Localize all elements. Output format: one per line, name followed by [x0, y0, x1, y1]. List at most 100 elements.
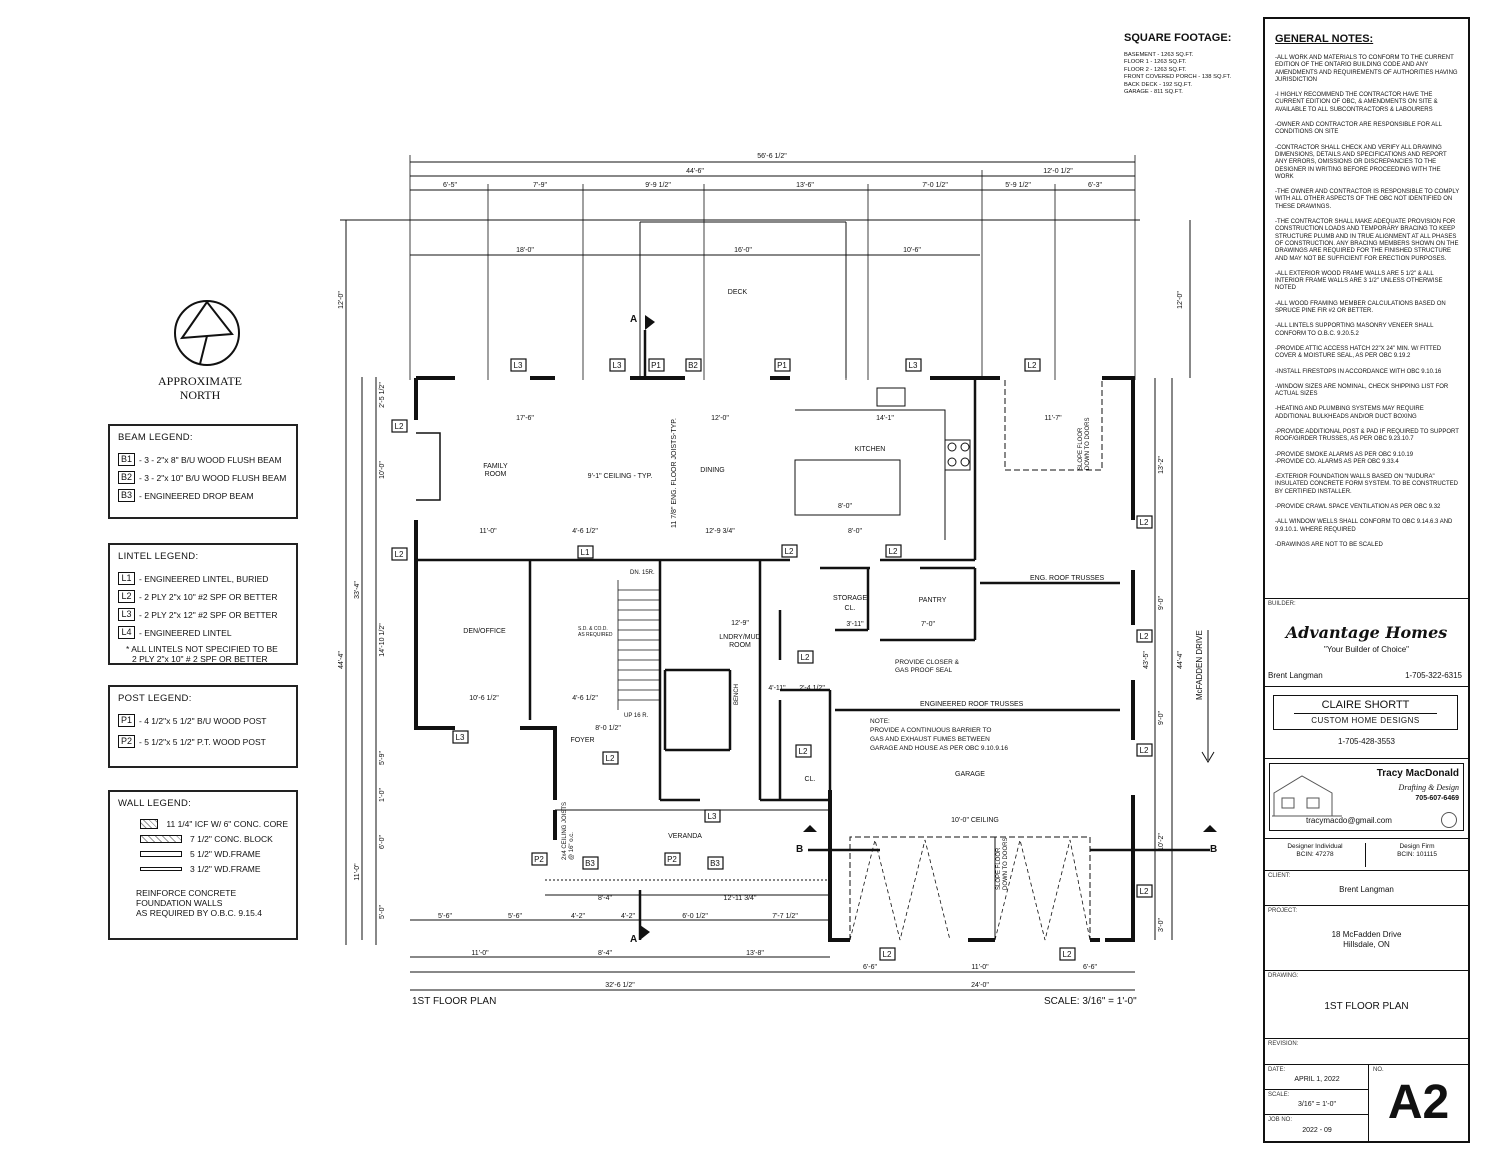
wall-swatch-frame-55 — [140, 851, 182, 857]
room-kitchen: KITCHEN — [854, 446, 886, 453]
legend-text: - ENGINEERED DROP BEAM — [139, 490, 254, 501]
dim-top: 7'-9" — [533, 182, 547, 189]
dim-bottom: 24'-0" — [971, 982, 989, 989]
general-note-item: -HEATING AND PLUMBING SYSTEMS MAY REQUIR… — [1275, 406, 1424, 420]
dim-inner: 8'-0 1/2" — [595, 725, 621, 732]
dim-bottom: 5'-6" — [508, 913, 522, 920]
dim-bottom: 6'-6" — [1083, 964, 1097, 971]
floor-plan-drawing: 56'-6 1/2" 44'-6" 12'-0 1/2" 6'-5" 7'-9"… — [338, 153, 1217, 991]
dim-right: 9'-0" — [1158, 596, 1165, 610]
tag-label: B2 — [688, 361, 698, 370]
room-den: DEN/OFFICE — [463, 628, 506, 635]
legend-tag: L4 — [118, 626, 135, 639]
room-family: FAMILY ROOM — [483, 463, 508, 478]
sheet-number: A2 — [1387, 1076, 1450, 1129]
builder-label: BUILDER: — [1268, 601, 1296, 607]
date-value: APRIL 1, 2022 — [1294, 1076, 1340, 1083]
bcin-individual: BCIN: 47278 — [1296, 851, 1334, 858]
beam-legend-title: BEAM LEGEND: — [118, 432, 193, 443]
client-cell: CLIENT: Brent Langman — [1265, 871, 1468, 906]
dim-top: 16'-0" — [734, 247, 752, 254]
general-note-item: -PROVIDE CRAWL SPACE VENTILATION AS PER … — [1275, 504, 1441, 511]
drafter-cell: Tracy MacDonald Drafting & Design 705-60… — [1265, 759, 1468, 839]
dim-top: 5'-9 1/2" — [1005, 182, 1031, 189]
dim-left: 44'-4" — [338, 651, 345, 669]
tag-label: P1 — [777, 361, 787, 370]
sqft-line: FLOOR 1 - 1263 SQ.FT. — [1124, 59, 1187, 66]
legend-row: B2- 3 - 2"x 10" B/U WOOD FLUSH BEAM — [118, 471, 288, 484]
tag-label: L2 — [1028, 361, 1037, 370]
street-label: McFADDEN DRIVE — [1195, 630, 1204, 700]
legend-text: - 5 1/2"x 5 1/2" P.T. WOOD POST — [139, 736, 266, 747]
dim-right: 43'-5" — [1143, 651, 1150, 669]
beam-legend: BEAM LEGEND: B1- 3 - 2"x 8" B/U WOOD FLU… — [108, 424, 298, 519]
dim-inner: 8'-0" — [838, 503, 852, 510]
note-smoke: S.D. & CO.D. AS REQUIRED — [578, 626, 613, 638]
legend-tag: P2 — [118, 735, 136, 748]
tag-label: P2 — [667, 855, 677, 864]
dim-bottom: 8'-4" — [598, 895, 612, 902]
dim-inner: 11'-7" — [1044, 415, 1062, 422]
legend-tag: L3 — [118, 608, 135, 621]
client-name: Brent Langman — [1339, 885, 1394, 894]
meta-cells: DATE: APRIL 1, 2022 SCALE: 3/16" = 1'-0"… — [1265, 1065, 1468, 1141]
builder-phone: 1-705-322-6315 — [1405, 671, 1462, 680]
drafter-email: tracymacdo@gmail.com — [1306, 816, 1392, 825]
section-arrow — [640, 925, 650, 940]
room-ceiling-note: 9'-1" CEILING - TYP. — [587, 473, 653, 480]
project-label: PROJECT: — [1268, 908, 1298, 914]
dim-right: 12'-0" — [1177, 291, 1184, 309]
tag-label: L2 — [395, 550, 404, 559]
room-garage: GARAGE — [955, 771, 985, 778]
builder-tagline: "Your Builder of Choice" — [1324, 645, 1409, 654]
drawing-label: DRAWING: — [1268, 973, 1299, 979]
lintel-legend-title: LINTEL LEGEND: — [118, 551, 199, 562]
home-badge-icon — [1441, 812, 1457, 828]
general-note-item: -DRAWINGS ARE NOT TO BE SCALED — [1275, 541, 1383, 548]
general-note-item: -PROVIDE ADDITIONAL POST & PAD IF REQUIR… — [1275, 428, 1459, 443]
dim-left: 6'-0" — [379, 835, 386, 849]
general-note-item: -ALL WOOD FRAMING MEMBER CALCULATIONS BA… — [1275, 300, 1446, 315]
drafter-name: Tracy MacDonald — [1376, 768, 1459, 779]
wall-swatch-block — [140, 835, 182, 843]
wall-legend-title: WALL LEGEND: — [118, 798, 192, 809]
dim-top: 9'-9 1/2" — [645, 182, 671, 189]
room-laundry: LNDRY/MUD ROOM — [719, 634, 761, 649]
dim-left: 12'-0" — [338, 291, 345, 309]
dim-inner: 17'-6" — [516, 415, 534, 422]
sqft-line: GARAGE - 811 SQ.FT. — [1124, 89, 1183, 96]
drawing-name: 1ST FLOOR PLAN — [1324, 1001, 1409, 1012]
section-marker: B — [1210, 844, 1217, 855]
section-arrow — [645, 315, 655, 330]
dim-inner: 8'-0" — [848, 528, 862, 535]
revision-label: REVISION: — [1268, 1041, 1299, 1047]
room-foyer: FOYER — [570, 737, 595, 744]
note-roof-trusses: ENG. ROOF TRUSSES — [1030, 575, 1105, 582]
general-note-item: -OWNER AND CONTRACTOR ARE RESPONSIBLE FO… — [1275, 122, 1442, 136]
dim-left: 2'-5 1/2" — [379, 382, 386, 408]
dim-bottom: 13'-8" — [746, 950, 764, 957]
note-stairs-up: UP 16 R. — [624, 713, 649, 719]
legend-row: 3 1/2" WD.FRAME — [118, 864, 288, 874]
designer-name: CLAIRE SHORTT — [1321, 699, 1410, 711]
general-note-item: -ALL WORK AND MATERIALS TO CONFORM TO TH… — [1275, 55, 1458, 83]
general-note-item: -THE OWNER AND CONTRACTOR IS RESPONSIBLE… — [1275, 189, 1460, 210]
section-marker: A — [630, 314, 637, 325]
square-footage-title: SQUARE FOOTAGE: — [1124, 32, 1232, 44]
tag-label: L2 — [1140, 518, 1149, 527]
general-note-item: -WINDOW SIZES ARE NOMINAL, CHECK SHIPPIN… — [1275, 383, 1449, 398]
dim-inner: 12'-9 3/4" — [705, 528, 735, 535]
design-firm-label: Design Firm — [1399, 843, 1435, 850]
legend-text: - 4 1/2"x 5 1/2" B/U WOOD POST — [139, 715, 267, 726]
designer-cell: CLAIRE SHORTT CUSTOM HOME DESIGNS 1-705-… — [1265, 687, 1468, 759]
scale-value: 3/16" = 1'-0" — [1297, 1101, 1337, 1108]
general-notes-title: GENERAL NOTES: — [1275, 33, 1374, 45]
dim-right: 13'-2" — [1158, 456, 1165, 474]
dim-left: 1'-0" — [379, 788, 386, 802]
house-sketch-icon — [1272, 775, 1342, 817]
dim-bottom: 11'-0" — [471, 950, 489, 957]
dim-top: 6'-3" — [1088, 182, 1102, 189]
tag-label: P2 — [534, 855, 544, 864]
sqft-line: FRONT COVERED PORCH - 138 SQ.FT. — [1124, 74, 1232, 81]
legend-row: P1- 4 1/2"x 5 1/2" B/U WOOD POST — [118, 714, 288, 727]
